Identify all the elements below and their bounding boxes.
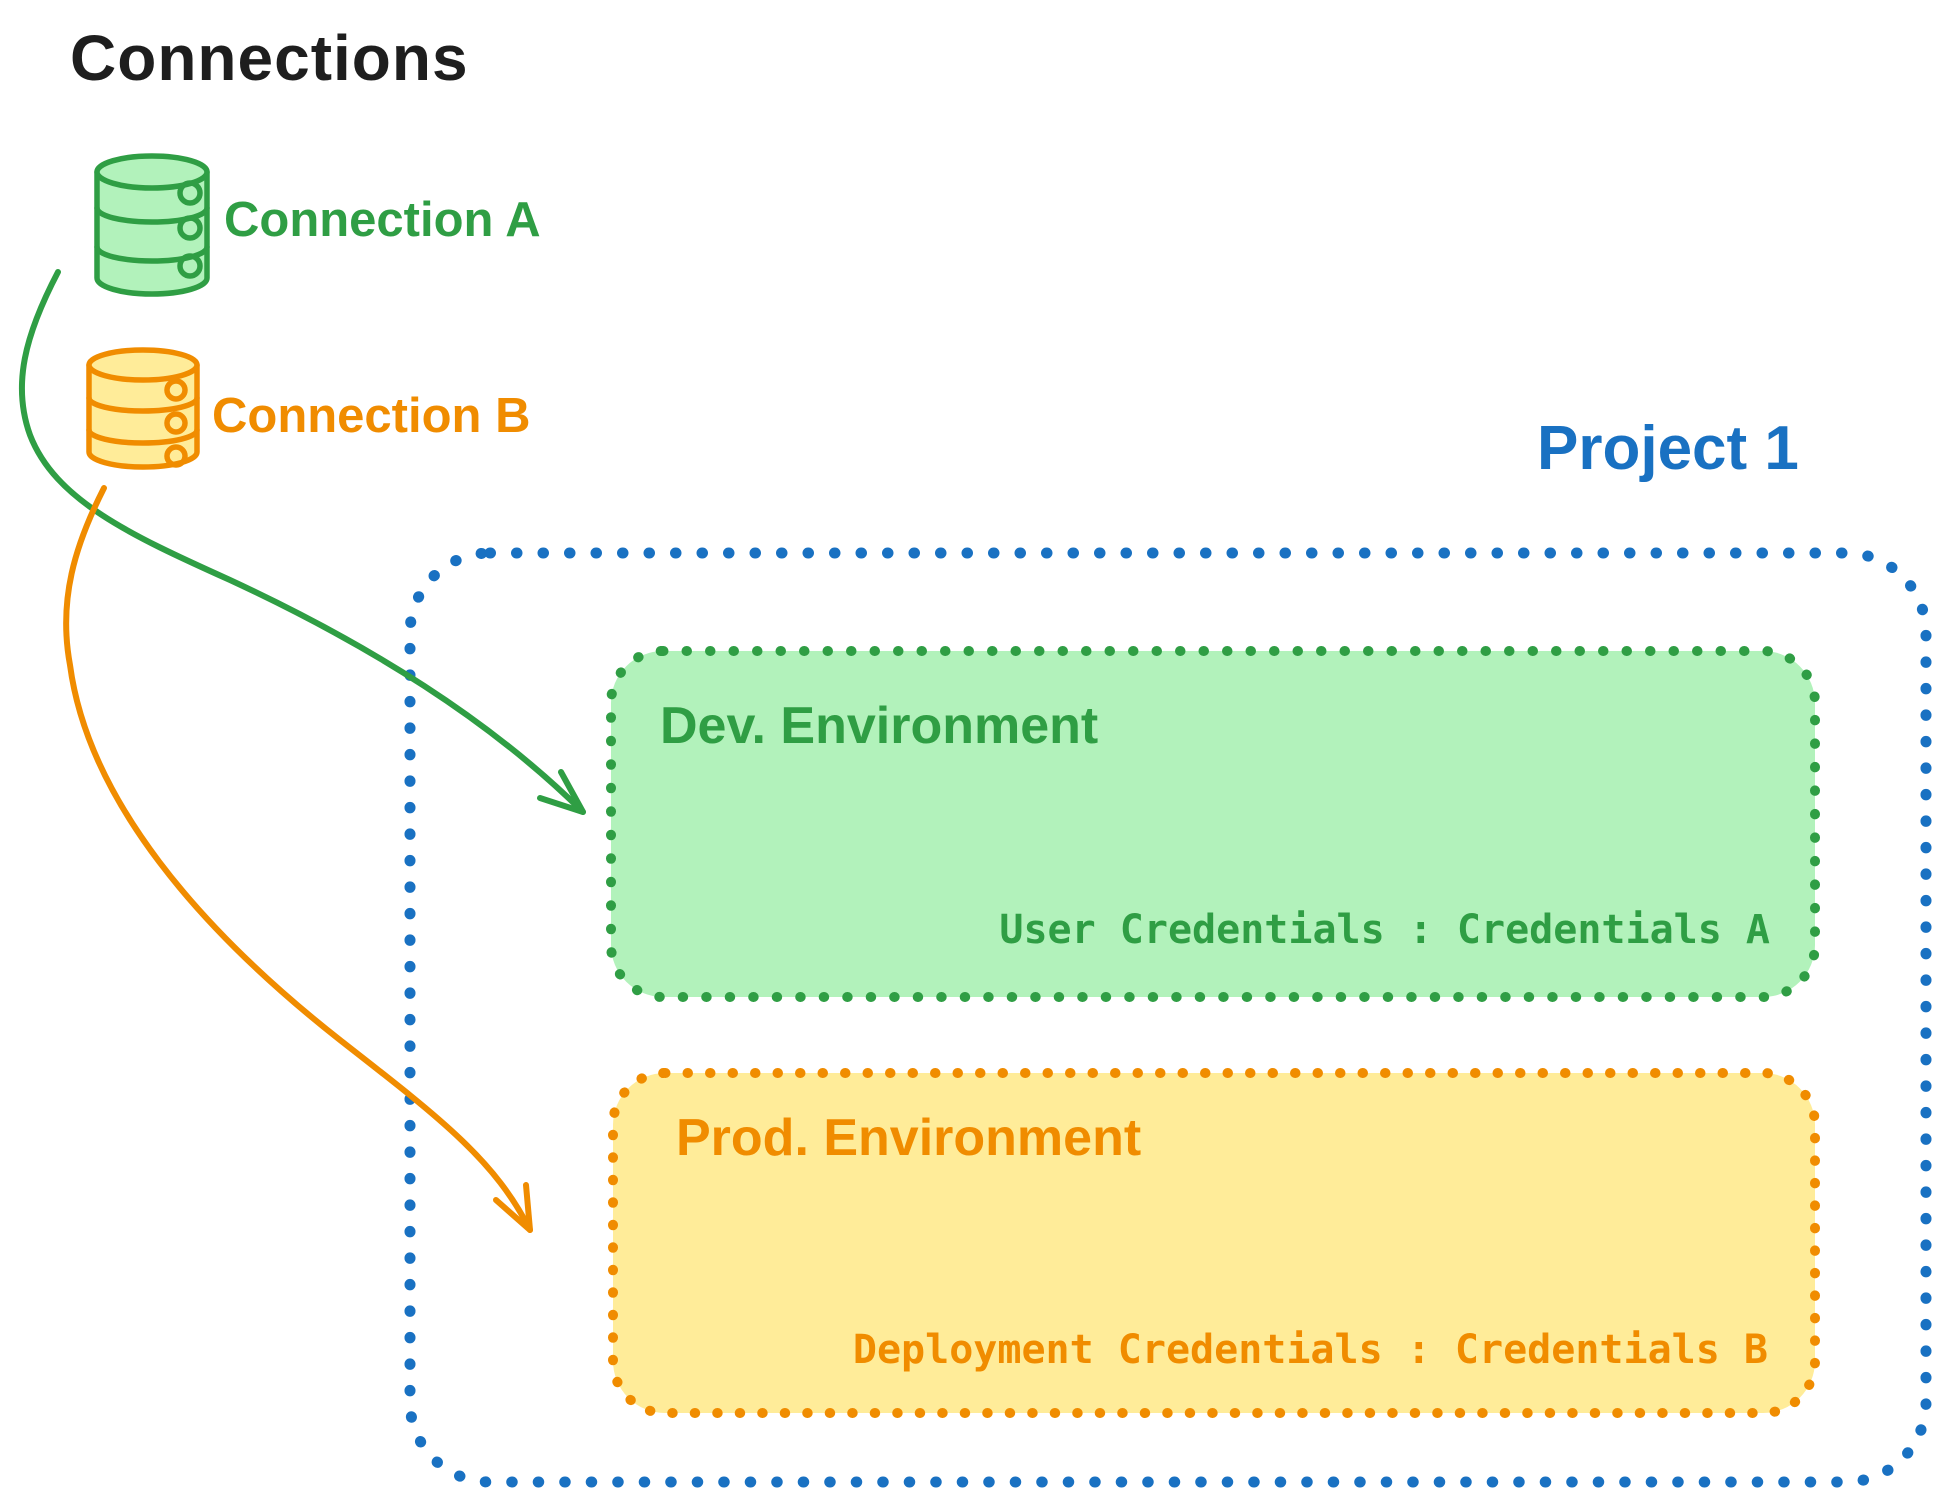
- dev-environment-box: [606, 646, 1820, 1002]
- arrow-connection-a-to-dev: [18, 269, 586, 815]
- database-icon-connection-a: [94, 153, 210, 297]
- database-icon-connection-b: [86, 347, 200, 470]
- prod-environment-title: Prod. Environment: [676, 1109, 1142, 1167]
- project-1-box: [404, 547, 1932, 1488]
- prod-environment-credentials: Deployment Credentials : Credentials B: [852, 1327, 1768, 1373]
- diagram-title: Connections: [70, 22, 469, 94]
- dev-environment-title: Dev. Environment: [660, 697, 1099, 755]
- dev-environment-credentials: User Credentials : Credentials A: [999, 907, 1770, 953]
- arrow-connection-b-to-prod: [63, 485, 533, 1233]
- prod-environment-box: [608, 1068, 1820, 1418]
- connection-b-label: Connection B: [212, 389, 531, 443]
- project-1-label: Project 1: [1537, 414, 1799, 483]
- connection-a-label: Connection A: [224, 193, 541, 247]
